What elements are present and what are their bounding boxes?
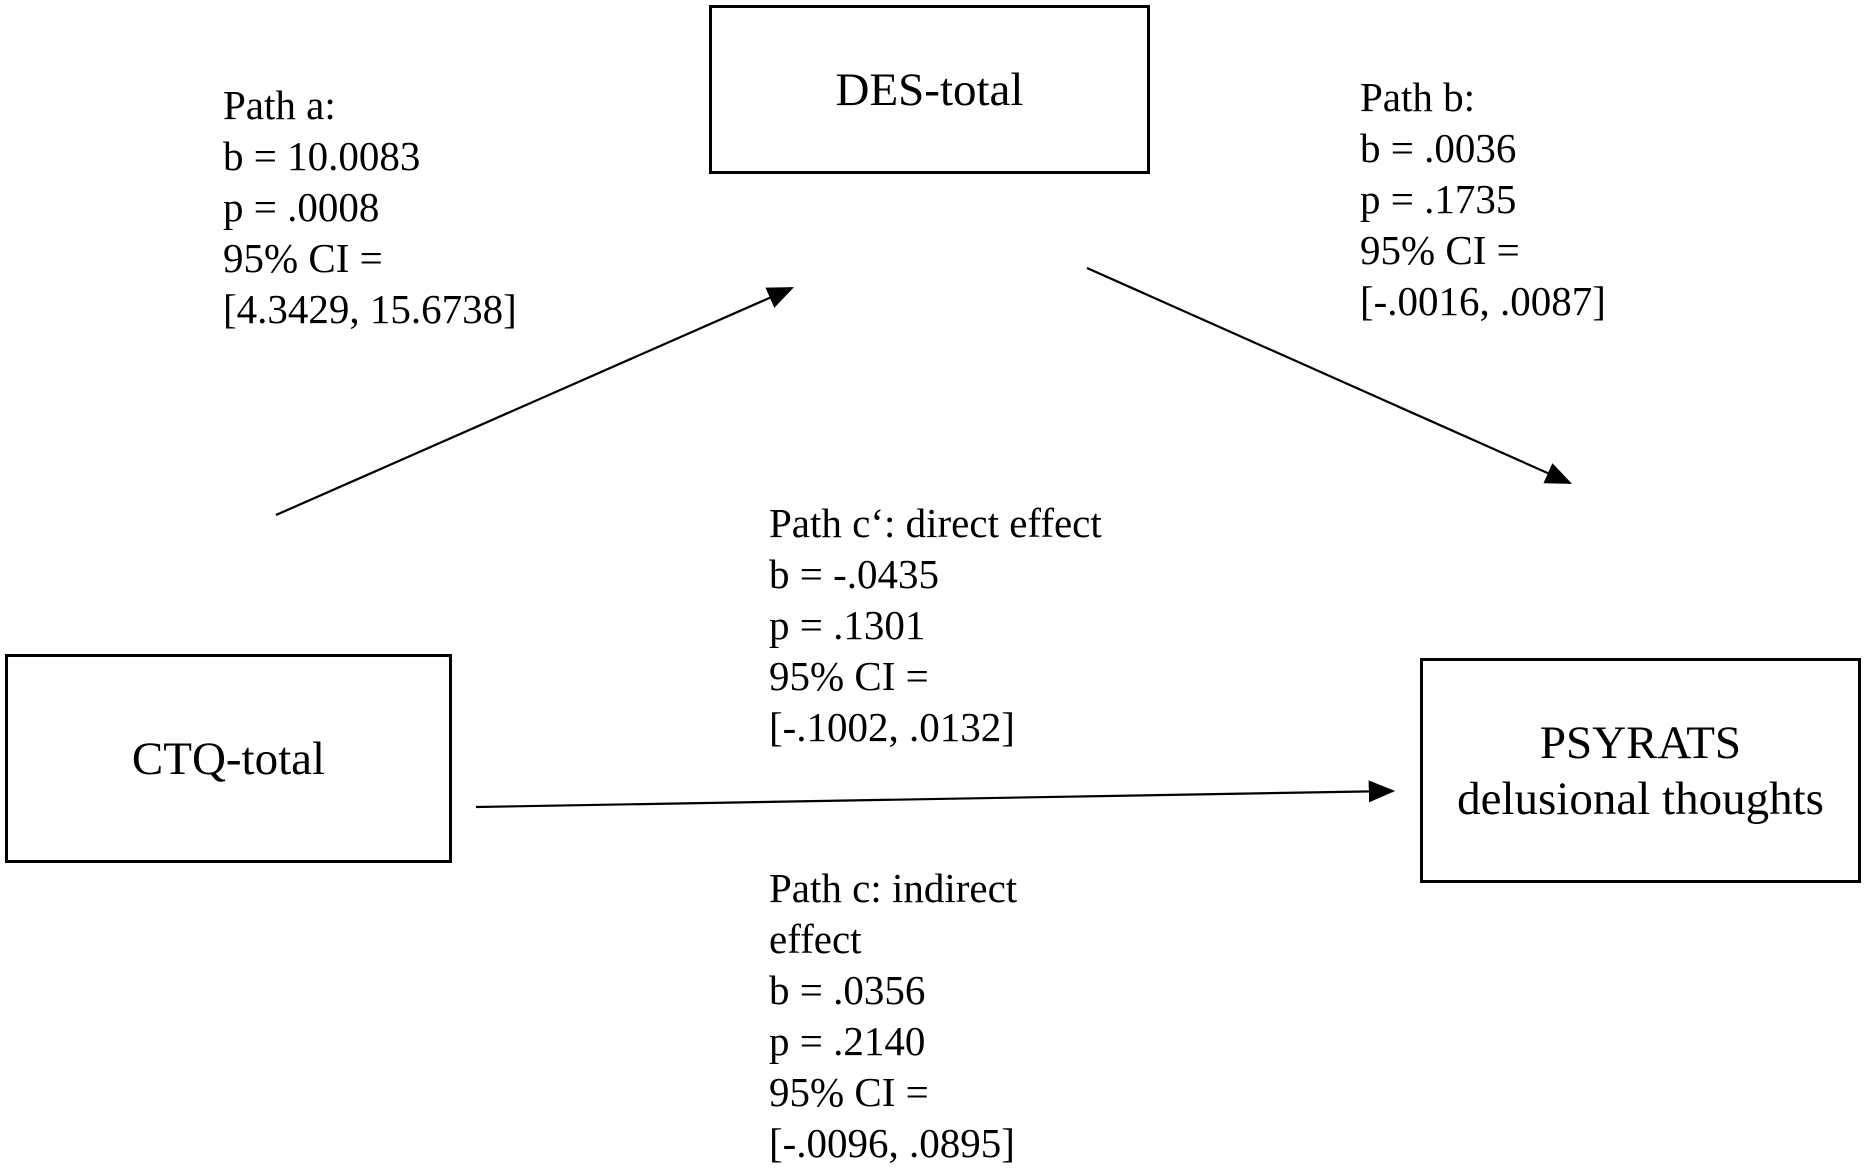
path-b-title: Path b:	[1360, 74, 1476, 120]
path-a-ci: [4.3429, 15.6738]	[223, 286, 517, 332]
psyrats-label-line2: delusional thoughts	[1457, 772, 1824, 825]
ctq-total-box: CTQ-total	[5, 654, 452, 863]
path-c-prime-b: b = -.0435	[769, 551, 940, 597]
path-c-label: Path c: indirect effect b = .0356 p = .2…	[769, 863, 1017, 1169]
path-b-ci-label: 95% CI =	[1360, 227, 1520, 273]
path-c-prime-label: Path c‘: direct effect b = -.0435 p = .1…	[769, 498, 1102, 753]
path-c-title-line1: Path c: indirect	[769, 865, 1018, 911]
path-c-b: b = .0356	[769, 967, 926, 1013]
path-c-p: p = .2140	[769, 1018, 926, 1064]
path-b-ci: [-.0016, .0087]	[1360, 278, 1606, 324]
path-c-prime-ci-label: 95% CI =	[769, 653, 929, 699]
path-a-ci-label: 95% CI =	[223, 235, 383, 281]
path-c-prime-p: p = .1301	[769, 602, 926, 648]
ctq-total-label: CTQ-total	[131, 732, 326, 785]
arrow-path-a	[275, 286, 795, 517]
path-c-title-line2: effect	[769, 916, 862, 962]
psyrats-label-line1: PSYRATS	[1539, 716, 1742, 769]
path-b-p: p = .1735	[1360, 176, 1517, 222]
path-c-prime-ci: [-.1002, .0132]	[769, 704, 1015, 750]
path-c-ci: [-.0096, .0895]	[769, 1120, 1015, 1166]
path-a-label: Path a: b = 10.0083 p = .0008 95% CI = […	[223, 80, 517, 335]
des-total-box: DES-total	[709, 5, 1150, 174]
path-c-ci-label: 95% CI =	[769, 1069, 929, 1115]
des-total-label: DES-total	[835, 63, 1024, 116]
path-c-prime-title: Path c‘: direct effect	[769, 500, 1102, 546]
path-b-label: Path b: b = .0036 p = .1735 95% CI = [-.…	[1360, 72, 1606, 327]
path-a-b: b = 10.0083	[223, 133, 421, 179]
path-b-b: b = .0036	[1360, 125, 1517, 171]
arrow-path-c-prime	[475, 780, 1396, 809]
arrow-path-b	[1086, 266, 1573, 485]
psyrats-box: PSYRATS delusional thoughts	[1420, 658, 1861, 883]
path-a-title: Path a:	[223, 82, 336, 128]
path-a-p: p = .0008	[223, 184, 380, 230]
